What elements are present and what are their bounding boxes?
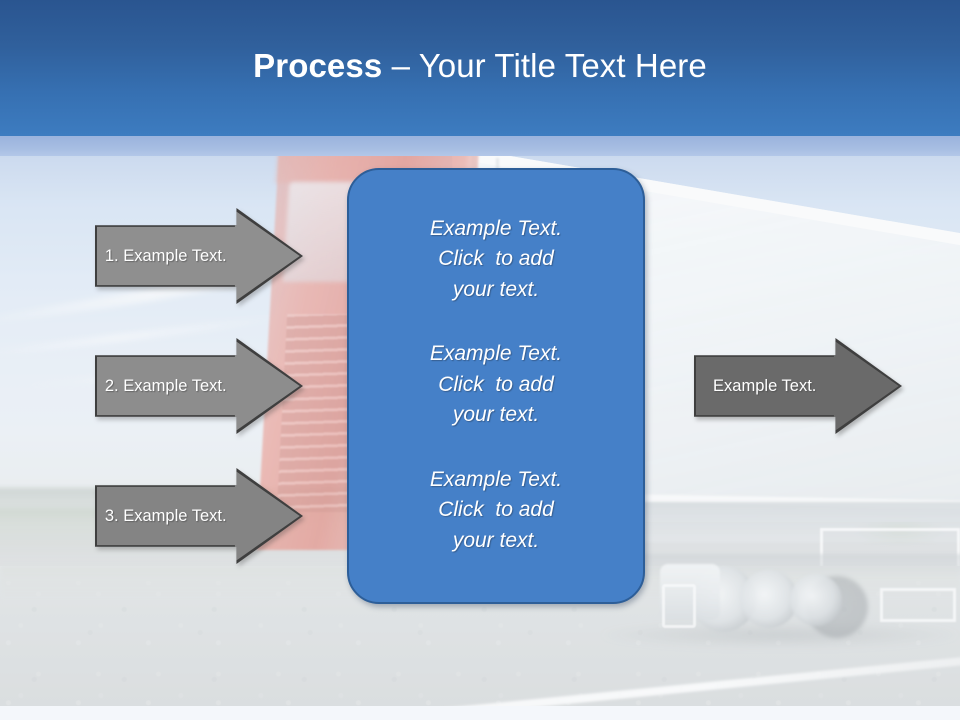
slide-header: Process – Your Title Text Here [0, 0, 960, 136]
panel-text-block-3-line-2: Click to add [438, 498, 554, 522]
panel-text-block-1-line-1: Example Text. [429, 217, 563, 240]
truck-wheel [740, 570, 798, 628]
panel-text-block-2-line-1: Example Text. [429, 342, 563, 366]
header-accent-band [0, 136, 960, 156]
panel-text-block-1[interactable]: Example Text. Click to add your text. [349, 214, 643, 305]
output-arrow-label: Example Text. [713, 376, 817, 395]
arrow-outline: 1. Example Text. [95, 208, 303, 304]
input-arrow-3-label: 3. Example Text. [104, 506, 227, 525]
truck-lower-grille [880, 588, 956, 622]
panel-text-block-2[interactable]: Example Text. Click to add your text. [349, 339, 643, 430]
input-arrow-3[interactable]: 3. Example Text. [95, 468, 303, 564]
input-arrow-2[interactable]: 2. Example Text. [95, 338, 303, 434]
input-arrow-2-label: 2. Example Text. [104, 376, 227, 395]
truck-step [662, 584, 696, 628]
panel-text-block-3-line-3: your text. [452, 528, 540, 552]
panel-text-block-1-line-3: your text. [452, 277, 540, 301]
page-title: Process – Your Title Text Here [253, 47, 707, 89]
input-arrow-1-label: 1. Example Text. [104, 246, 227, 265]
panel-text-block-2-line-2: Click to add [438, 372, 554, 396]
center-content-panel[interactable]: Example Text. Click to add your text. Ex… [347, 168, 645, 604]
panel-text-block-3-line-1: Example Text. [429, 467, 563, 491]
truck-wheel [790, 574, 842, 626]
truck-shadow [600, 622, 960, 648]
slide-footer-strip [0, 706, 960, 720]
page-title-strong: Process [253, 47, 392, 84]
truck-fuel-tank [660, 564, 720, 620]
panel-text-block-2-line-3: your text. [452, 403, 540, 427]
arrow-outline: Example Text. [694, 338, 902, 434]
panel-text-block-1-line-2: Click to add [438, 247, 554, 271]
panel-text-block-3[interactable]: Example Text. Click to add your text. [349, 465, 643, 556]
output-arrow[interactable]: Example Text. [694, 338, 902, 434]
arrow-outline: 2. Example Text. [95, 338, 303, 434]
arrow-outline: 3. Example Text. [95, 468, 303, 564]
input-arrow-1[interactable]: 1. Example Text. [95, 208, 303, 304]
page-title-light: – Your Title Text Here [391, 47, 707, 84]
